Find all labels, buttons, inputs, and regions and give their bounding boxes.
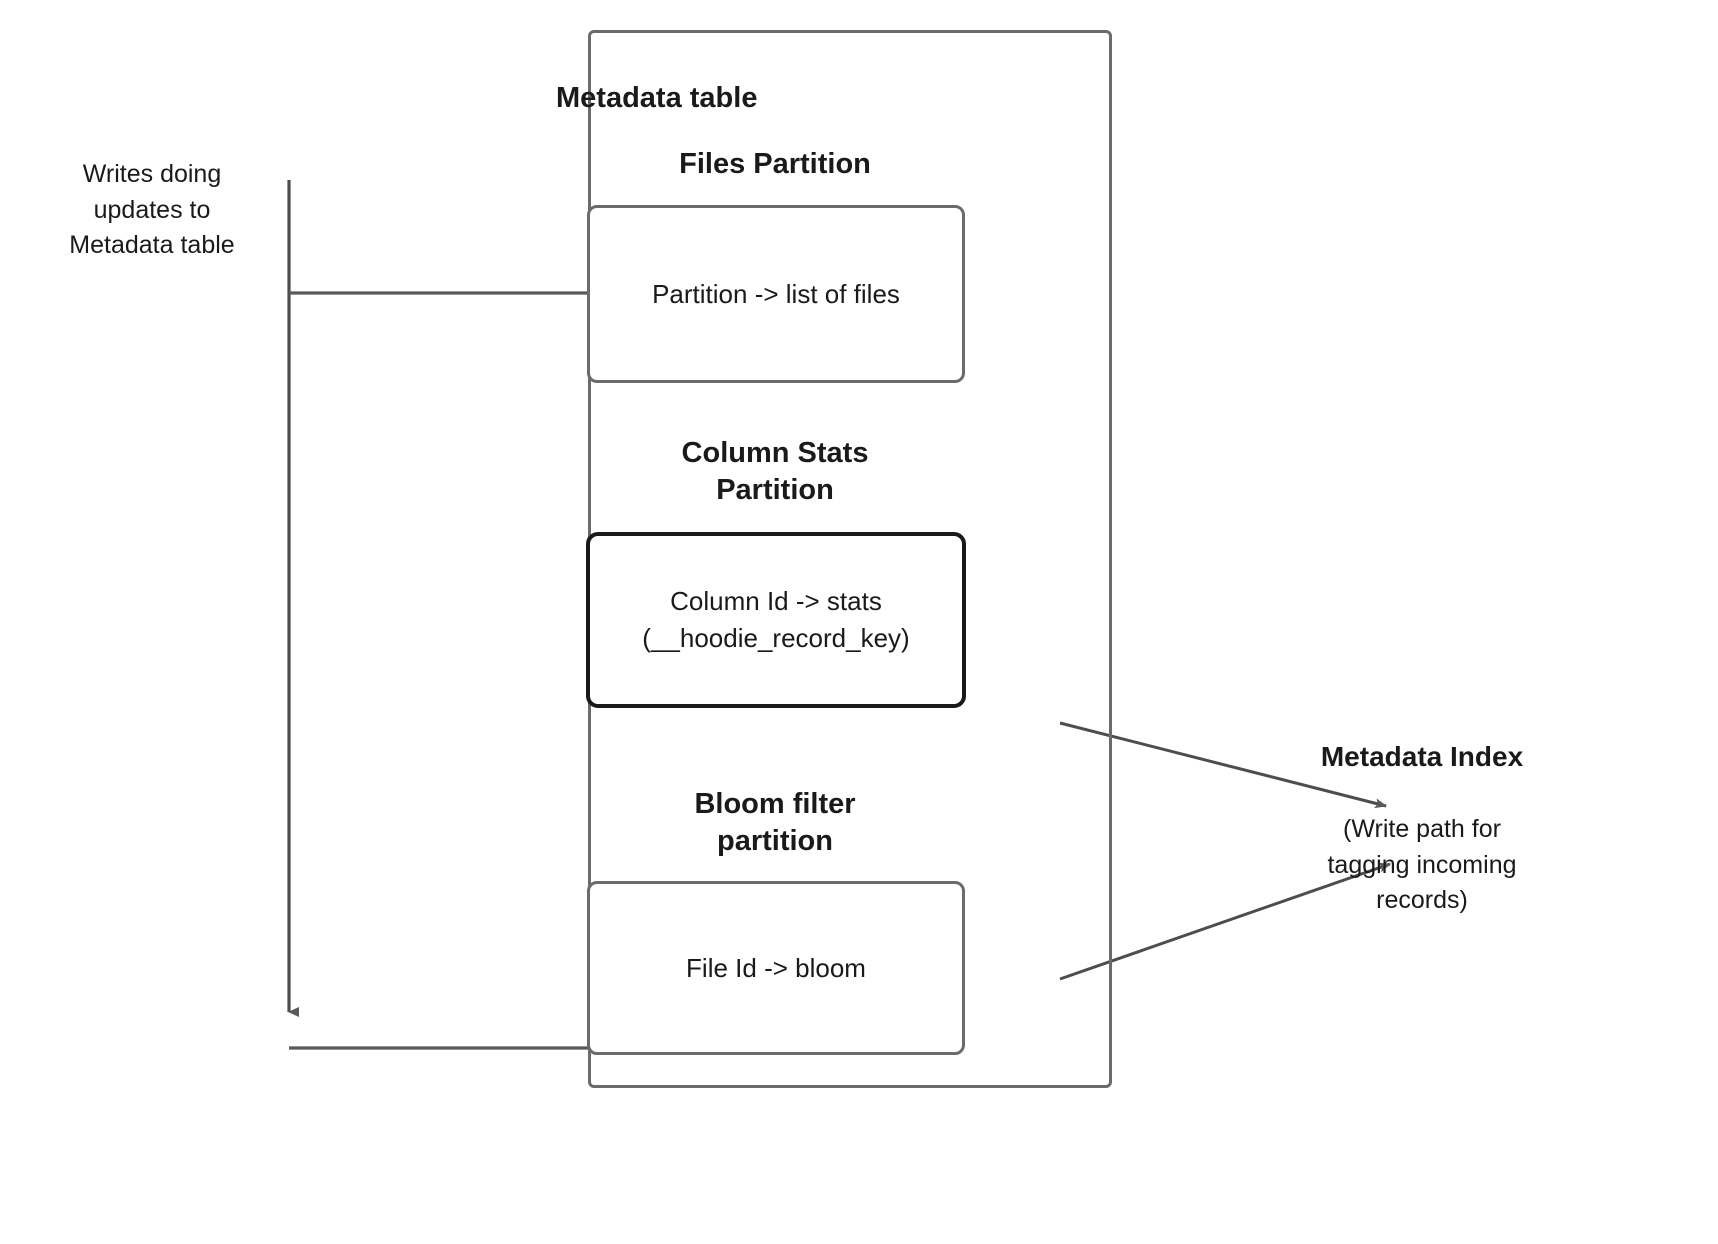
bloom-filter-partition-heading: Bloom filter partition (694, 788, 856, 858)
column-stats-partition-heading: Column Stats Partition (681, 437, 869, 507)
writes-connector (287, 180, 588, 1050)
column-stats-partition-box-text: Column Id -> stats (__hoodie_record_key) (642, 586, 910, 653)
files-partition-box-text: Partition -> list of files (652, 278, 900, 309)
metadata-index-caption: (Write path for tagging incoming records… (1327, 815, 1517, 914)
bloom-filter-partition-box: File Id -> bloom (587, 881, 965, 1055)
files-partition-heading: Files Partition (679, 148, 871, 180)
column-stats-partition-box: Column Id -> stats (__hoodie_record_key) (586, 532, 966, 708)
bloom-filter-partition-box-text: File Id -> bloom (686, 952, 866, 983)
metadata-table-title: Metadata table (556, 82, 758, 114)
files-partition-box: Partition -> list of files (587, 205, 965, 383)
metadata-index-title: Metadata Index (1320, 741, 1524, 772)
writes-updates-annotation: Writes doing updates to Metadata table (69, 160, 235, 259)
